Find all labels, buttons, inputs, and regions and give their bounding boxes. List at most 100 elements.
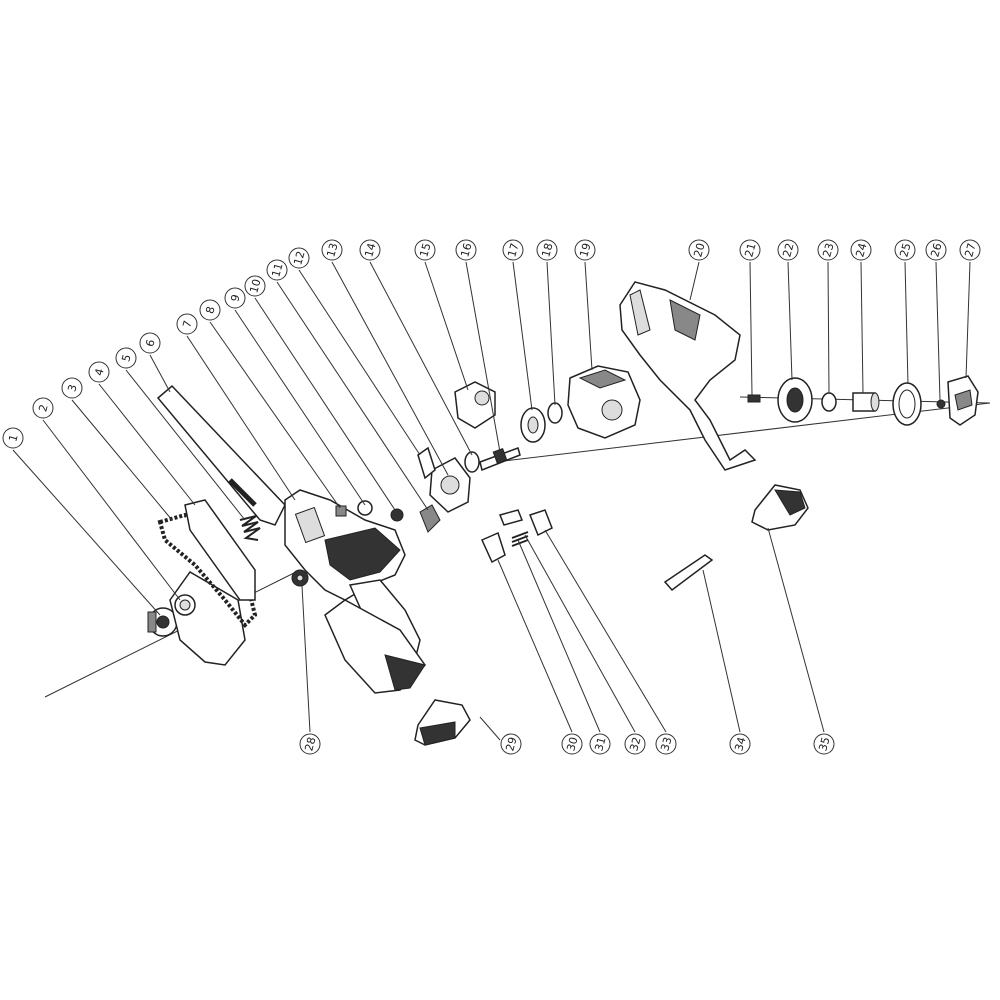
callout-26: 26 [925,239,947,261]
part-guide-bar [184,499,256,601]
assembly-axes [44,396,991,698]
svg-text:25: 25 [897,242,913,259]
callouts: 1 2 3 4 5 6 7 8 9 10 11 12 13 14 15 16 1… [2,239,981,755]
part-drawings [147,281,979,746]
callout-22: 22 [777,239,799,261]
callout-18: 18 [536,239,558,261]
part-washer-small [464,451,480,473]
svg-text:30: 30 [564,736,580,753]
part-motor [567,365,641,439]
svg-text:29: 29 [503,736,519,753]
callout-27: 27 [959,239,981,261]
svg-text:11: 11 [269,262,285,279]
svg-text:14: 14 [362,242,378,259]
svg-text:15: 15 [417,242,433,259]
leader-lines [12,261,971,741]
callout-33: 33 [655,733,677,755]
svg-text:20: 20 [691,242,707,259]
part-small-nut [936,399,946,409]
callout-19: 19 [574,239,596,261]
svg-text:31: 31 [592,736,608,753]
part-key [663,554,714,592]
svg-text:27: 27 [962,242,978,259]
callout-12: 12 [288,247,310,269]
callout-15: 15 [414,239,436,261]
callout-16: 16 [455,239,477,261]
callout-21: 21 [739,239,761,261]
svg-text:33: 33 [658,736,674,753]
svg-text:19: 19 [577,242,593,259]
svg-text:6: 6 [143,338,157,348]
callout-1: 1 [2,427,24,449]
svg-text:34: 34 [732,736,748,753]
part-rear-handle [619,281,757,471]
callout-6: 6 [139,332,161,354]
part-sprocket [147,607,178,637]
callout-24: 24 [850,239,872,261]
svg-text:4: 4 [92,367,106,377]
callout-2: 2 [32,397,54,419]
part-small-gear [291,569,309,587]
part-small-hardware [335,500,441,533]
svg-text:5: 5 [119,353,133,363]
svg-text:10: 10 [247,278,263,295]
part-switch-block [454,381,496,429]
part-end-cap [947,375,979,426]
part-washer-large [520,407,546,443]
callout-8: 8 [199,299,221,321]
svg-text:28: 28 [302,736,318,753]
svg-text:8: 8 [203,305,217,315]
callout-10: 10 [244,275,266,297]
part-bushing [821,392,837,412]
callout-25: 25 [894,239,916,261]
part-bearing-small [547,402,563,424]
part-cylinder [852,392,880,412]
svg-text:9: 9 [228,293,242,303]
part-battery-right [751,484,809,531]
part-motor-shaft [479,447,521,472]
callout-17: 17 [502,239,524,261]
callout-32: 32 [624,733,646,755]
svg-text:26: 26 [928,242,944,259]
svg-text:24: 24 [853,242,869,259]
callout-5: 5 [115,347,137,369]
part-fan [777,377,813,423]
svg-text:13: 13 [324,242,340,259]
callout-23: 23 [817,239,839,261]
callout-35: 35 [813,733,835,755]
callout-4: 4 [88,361,110,383]
svg-text:32: 32 [627,736,643,753]
svg-text:35: 35 [816,736,832,753]
part-screw [747,394,761,403]
svg-text:21: 21 [742,242,758,259]
part-bar-guard [156,384,286,526]
callout-11: 11 [266,259,288,281]
svg-text:12: 12 [291,250,307,267]
callout-7: 7 [176,313,198,335]
svg-text:18: 18 [539,242,555,259]
svg-text:16: 16 [458,242,474,259]
part-ring-gasket [892,382,922,426]
part-spring [239,515,261,541]
part-battery-adapter [414,699,471,746]
part-gear-plate [417,446,471,513]
svg-text:1: 1 [6,433,20,443]
callout-29: 29 [500,733,522,755]
callout-28: 28 [299,733,321,755]
callout-13: 13 [321,239,343,261]
callout-9: 9 [224,287,246,309]
part-trigger-components [481,509,553,564]
svg-text:7: 7 [180,319,194,329]
part-battery-pack [324,599,426,694]
svg-text:3: 3 [65,383,79,393]
svg-text:17: 17 [505,242,521,259]
callout-34: 34 [729,733,751,755]
callout-31: 31 [589,733,611,755]
callout-14: 14 [359,239,381,261]
callout-30: 30 [561,733,583,755]
callout-3: 3 [61,377,83,399]
svg-text:2: 2 [36,403,50,413]
svg-text:23: 23 [820,242,836,259]
svg-text:22: 22 [780,242,796,259]
